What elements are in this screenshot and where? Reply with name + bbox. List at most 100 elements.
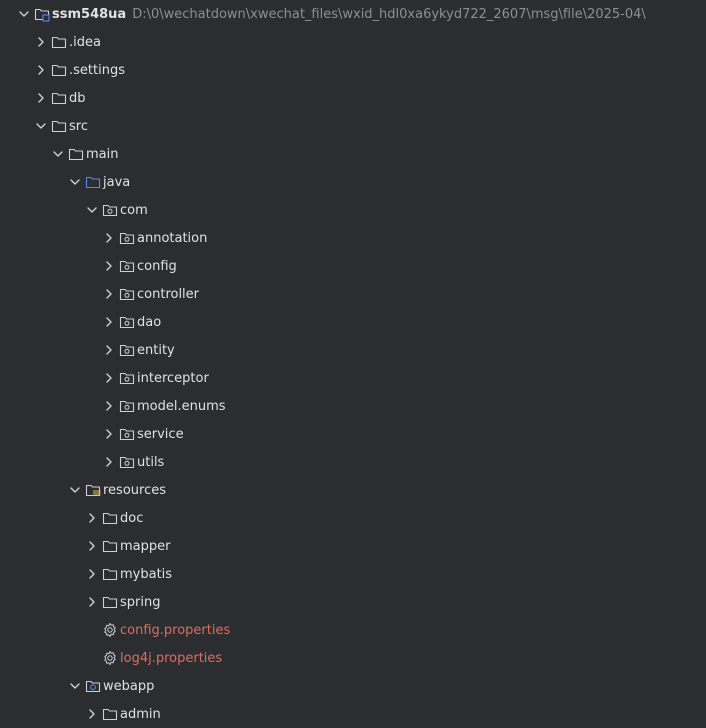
resources-folder-icon [85, 482, 101, 498]
chevron-right-icon[interactable] [84, 538, 100, 554]
folder-icon [51, 90, 67, 106]
tree-item-utils[interactable]: utils [0, 448, 706, 476]
chevron-right-icon[interactable] [101, 454, 117, 470]
tree-item--settings[interactable]: .settings [0, 56, 638, 84]
tree-item-label: .settings [69, 62, 125, 78]
folder-icon [102, 510, 118, 526]
chevron-down-icon[interactable] [84, 202, 100, 218]
tree-item-label: java [103, 174, 131, 190]
tree-item-db[interactable]: db [0, 84, 638, 112]
folder-icon [102, 538, 118, 554]
tree-item-label: mapper [120, 538, 171, 554]
chevron-right-icon[interactable] [33, 90, 49, 106]
tree-item-src[interactable]: src [0, 112, 638, 140]
chevron-down-icon[interactable] [33, 118, 49, 134]
tree-item-label: db [69, 90, 86, 106]
tree-item--idea[interactable]: .idea [0, 28, 638, 56]
tree-item-spring[interactable]: spring [0, 588, 689, 616]
tree-item-label: ssm548ua [52, 6, 127, 22]
package-icon [119, 314, 135, 330]
module-folder-icon [34, 6, 50, 22]
tree-item-main[interactable]: main [0, 140, 655, 168]
tree-item-resources[interactable]: resources [0, 476, 672, 504]
project-tree: ssm548ua D:\0\wechatdown\xwechat_files\wx… [19, 7, 646, 722]
chevron-down-icon[interactable] [16, 6, 32, 22]
tree-item-mybatis[interactable]: mybatis [0, 560, 689, 588]
project-path: D:\0\wechatdown\xwechat_files\wxid_hdl0x… [132, 6, 646, 22]
folder-icon [51, 62, 67, 78]
package-icon [119, 454, 135, 470]
tree-item-label: annotation [137, 230, 208, 246]
chevron-right-icon[interactable] [33, 62, 49, 78]
tree-item-mapper[interactable]: mapper [0, 532, 689, 560]
package-icon [119, 370, 135, 386]
chevron-right-icon[interactable] [101, 398, 117, 414]
chevron-right-icon[interactable] [101, 230, 117, 246]
tree-item-label: resources [103, 482, 167, 498]
package-icon [119, 398, 135, 414]
tree-item-entity[interactable]: entity [0, 336, 706, 364]
tree-item-config-properties[interactable]: config.properties [0, 616, 689, 644]
folder-icon [68, 146, 84, 162]
tree-item-java[interactable]: java [0, 168, 672, 196]
tree-item-label: main [86, 146, 119, 162]
tree-item-label: config [137, 258, 177, 274]
tree-item-dao[interactable]: dao [0, 308, 706, 336]
tree-item-label: src [69, 118, 88, 134]
chevron-right-icon[interactable] [84, 566, 100, 582]
chevron-right-icon[interactable] [101, 258, 117, 274]
tree-item-label: mybatis [120, 566, 173, 582]
chevron-right-icon[interactable] [101, 342, 117, 358]
web-folder-icon [85, 678, 101, 694]
tree-item-label: controller [137, 286, 200, 302]
gear-icon [102, 622, 118, 638]
chevron-down-icon[interactable] [67, 174, 83, 190]
chevron-down-icon[interactable] [67, 678, 83, 694]
folder-icon [102, 706, 118, 722]
chevron-right-icon[interactable] [101, 370, 117, 386]
gear-icon [102, 650, 118, 666]
package-icon [119, 342, 135, 358]
package-icon [119, 426, 135, 442]
tree-item-doc[interactable]: doc [0, 504, 689, 532]
chevron-down-icon[interactable] [50, 146, 66, 162]
tree-item-annotation[interactable]: annotation [0, 224, 706, 252]
tree-item-label: interceptor [137, 370, 209, 386]
source-folder-icon [85, 174, 101, 190]
tree-item-com[interactable]: com [0, 196, 689, 224]
package-icon [119, 230, 135, 246]
tree-item-service[interactable]: service [0, 420, 706, 448]
chevron-right-icon[interactable] [101, 286, 117, 302]
tree-item-label: service [137, 426, 184, 442]
tree-item-webapp[interactable]: webapp [0, 672, 672, 700]
chevron-down-icon[interactable] [67, 482, 83, 498]
folder-icon [102, 566, 118, 582]
tree-item-controller[interactable]: controller [0, 280, 706, 308]
folder-icon [102, 594, 118, 610]
tree-item-admin[interactable]: admin [0, 700, 689, 728]
tree-item-label: com [120, 202, 148, 218]
chevron-right-icon[interactable] [84, 706, 100, 722]
chevron-right-icon[interactable] [101, 314, 117, 330]
chevron-right-icon[interactable] [33, 34, 49, 50]
tree-item-config[interactable]: config [0, 252, 706, 280]
tree-item-label: admin [120, 706, 161, 722]
package-icon [102, 202, 118, 218]
chevron-right-icon[interactable] [84, 594, 100, 610]
tree-item-interceptor[interactable]: interceptor [0, 364, 706, 392]
tree-item-label: webapp [103, 678, 155, 694]
chevron-right-icon[interactable] [101, 426, 117, 442]
tree-item-label: log4j.properties [120, 650, 223, 666]
tree-item-label: model.enums [137, 398, 226, 414]
package-icon [119, 286, 135, 302]
tree-item-ssm548ua[interactable]: ssm548ua D:\0\wechatdown\xwechat_files\wx… [0, 0, 646, 28]
tree-item-label: doc [120, 510, 144, 526]
tree-item-label: spring [120, 594, 161, 610]
tree-item-label: utils [137, 454, 165, 470]
folder-icon [51, 118, 67, 134]
tree-item-label: dao [137, 314, 162, 330]
tree-item-model-enums[interactable]: model.enums [0, 392, 706, 420]
tree-item-log4j-properties[interactable]: log4j.properties [0, 644, 689, 672]
tree-item-label: config.properties [120, 622, 231, 638]
chevron-right-icon[interactable] [84, 510, 100, 526]
